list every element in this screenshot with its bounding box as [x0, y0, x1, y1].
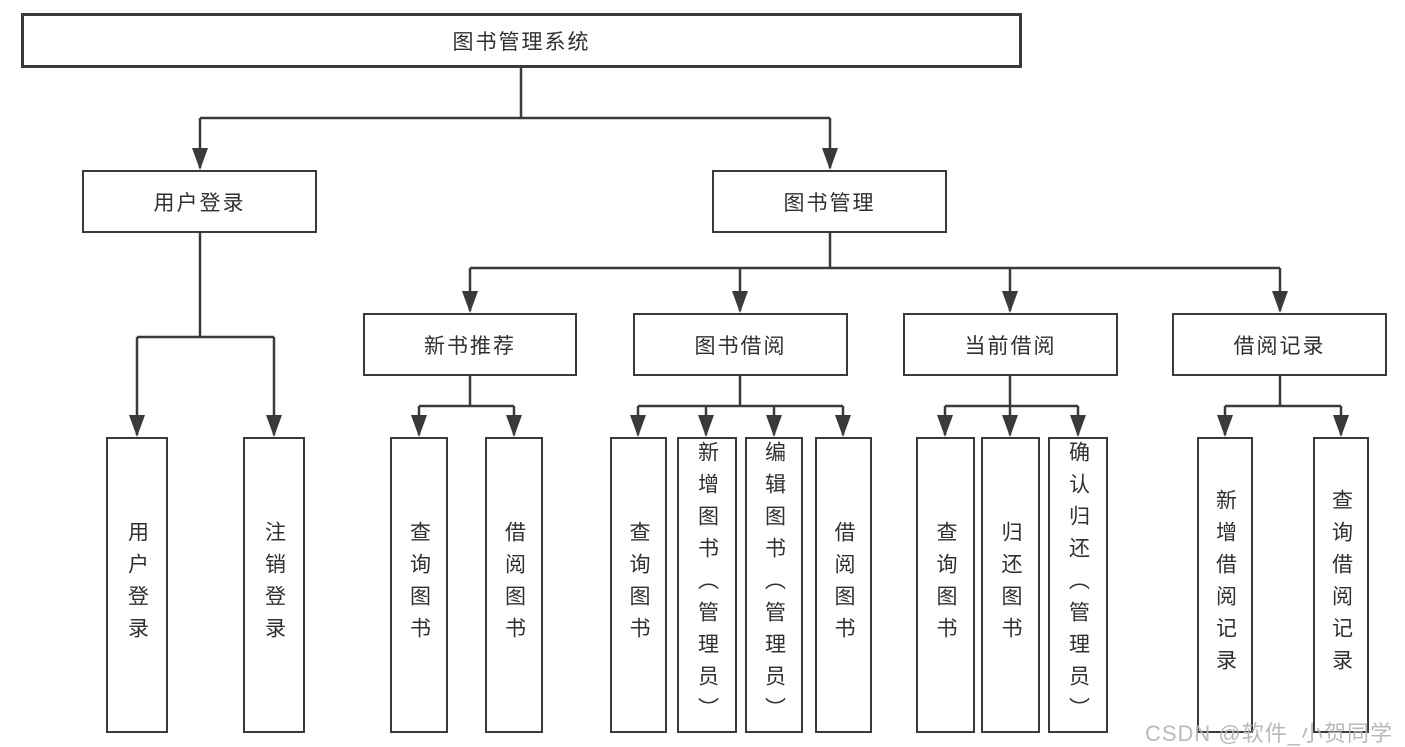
node-new-book-recommend: 新书推荐: [363, 313, 577, 376]
leaf-borrow-books: 借阅图书: [815, 437, 872, 733]
leaf-query-borrow-record-label: 查询借阅记录: [1329, 489, 1353, 681]
node-user-login-label: 用户登录: [153, 191, 246, 215]
leaf-confirm-return-admin: 确认归还（管理员）: [1048, 437, 1108, 733]
node-current-borrow: 当前借阅: [903, 313, 1118, 376]
csdn-watermark: CSDN @软件_小贺同学: [1144, 721, 1393, 746]
leaf-add-book-admin-label: 新增图书（管理员）: [695, 441, 719, 729]
leaf-query-books-current-label: 查询图书: [934, 521, 957, 649]
leaf-return-book: 归还图书: [981, 437, 1040, 733]
node-new-book-recommend-label: 新书推荐: [424, 334, 516, 358]
leaf-confirm-return-admin-label: 确认归还（管理员）: [1066, 441, 1090, 729]
leaf-query-books-borrow-label: 查询图书: [627, 521, 650, 649]
node-library-system: 图书管理系统: [21, 13, 1022, 68]
leaf-add-book-admin: 新增图书（管理员）: [677, 437, 737, 733]
leaf-add-borrow-record-label: 新增借阅记录: [1213, 489, 1237, 681]
leaf-borrow-books-label: 借阅图书: [832, 521, 855, 649]
leaf-logout-label: 注销登录: [262, 521, 286, 649]
leaf-user-login-label: 用户登录: [125, 521, 149, 649]
node-borrow-records: 借阅记录: [1172, 313, 1387, 376]
node-borrow-records-label: 借阅记录: [1233, 334, 1326, 358]
node-book-borrow-label: 图书借阅: [694, 334, 787, 358]
leaf-add-borrow-record: 新增借阅记录: [1197, 437, 1253, 733]
leaf-return-book-label: 归还图书: [999, 521, 1022, 649]
node-library-system-label: 图书管理系统: [452, 30, 591, 54]
node-book-management: 图书管理: [712, 170, 947, 233]
leaf-query-books-recommend: 查询图书: [390, 437, 448, 733]
leaf-query-books-borrow: 查询图书: [610, 437, 667, 733]
leaf-user-login: 用户登录: [106, 437, 168, 733]
leaf-borrow-books-recommend-label: 借阅图书: [502, 521, 526, 649]
node-current-borrow-label: 当前借阅: [964, 334, 1057, 358]
leaf-query-books-recommend-label: 查询图书: [407, 521, 431, 649]
leaf-logout: 注销登录: [243, 437, 305, 733]
node-book-borrow: 图书借阅: [633, 313, 848, 376]
leaf-edit-book-admin: 编辑图书（管理员）: [745, 437, 803, 733]
leaf-edit-book-admin-label: 编辑图书（管理员）: [762, 441, 786, 729]
node-book-management-label: 图书管理: [783, 191, 876, 215]
leaf-query-borrow-record: 查询借阅记录: [1313, 437, 1369, 733]
leaf-borrow-books-recommend: 借阅图书: [485, 437, 543, 733]
leaf-query-books-current: 查询图书: [916, 437, 975, 733]
node-user-login: 用户登录: [82, 170, 317, 233]
